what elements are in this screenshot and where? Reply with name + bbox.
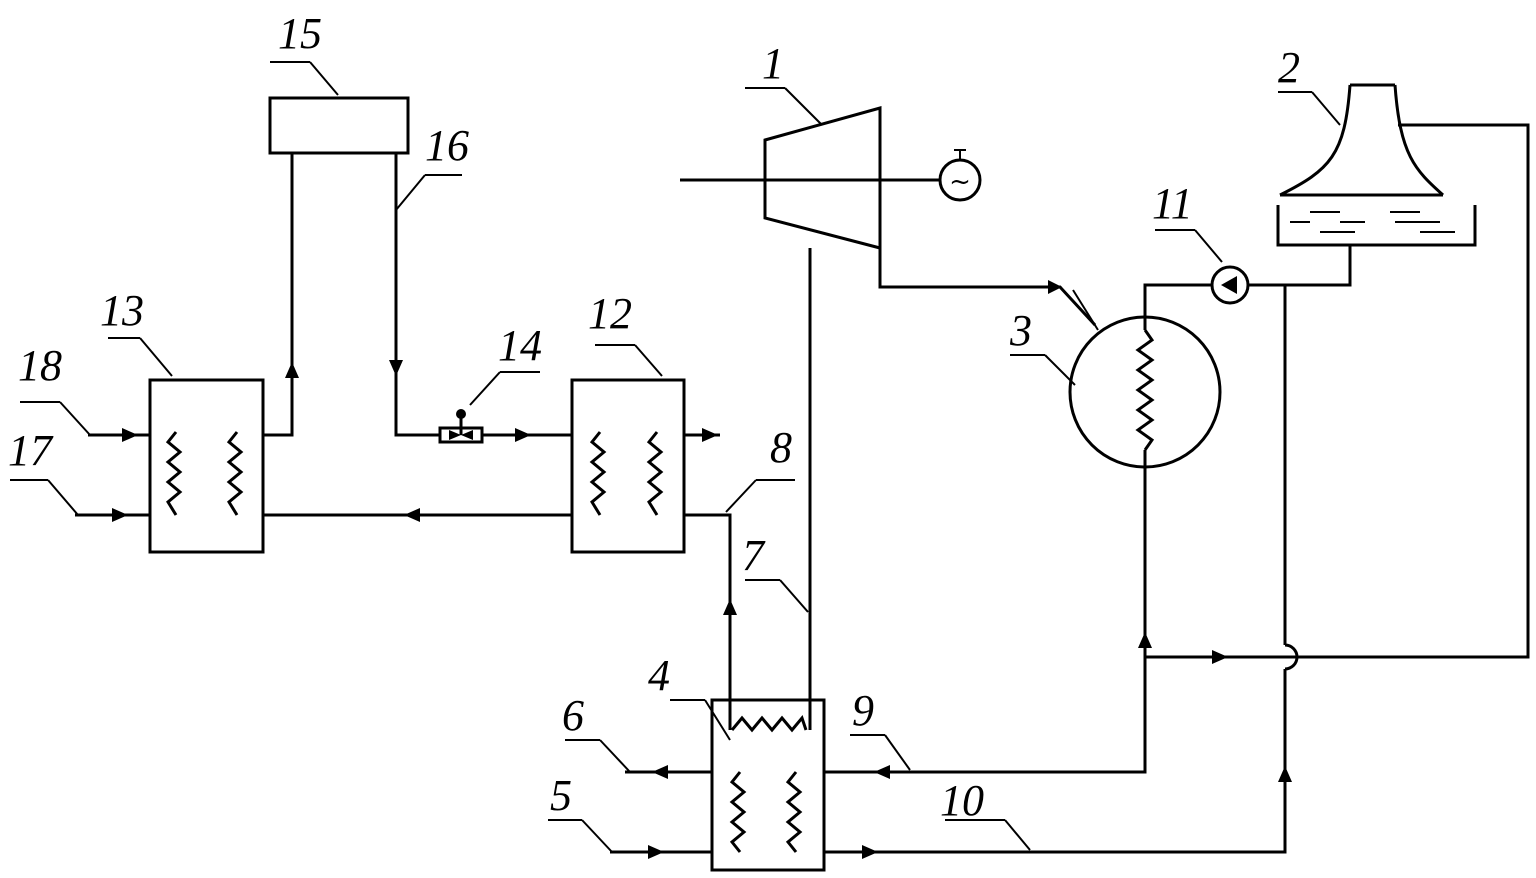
label-5: 5 xyxy=(550,771,572,820)
label-7: 7 xyxy=(742,531,766,580)
tank-15 xyxy=(268,61,410,155)
label-11: 11 xyxy=(1152,179,1193,228)
leader-lines xyxy=(10,174,1031,853)
heat-exchanger-12 xyxy=(570,344,686,554)
label-9: 9 xyxy=(852,686,874,735)
label-1: 1 xyxy=(762,39,784,88)
label-15: 15 xyxy=(278,9,322,58)
pipes xyxy=(75,123,1530,854)
cooling-tower xyxy=(1276,83,1477,247)
label-3: 3 xyxy=(1009,306,1032,355)
label-2: 2 xyxy=(1278,43,1300,92)
labels: 1 2 3 4 5 6 7 8 9 10 11 12 13 14 15 16 1… xyxy=(8,9,1300,825)
turbine xyxy=(680,87,940,250)
valve-14 xyxy=(438,371,540,444)
flow-arrows xyxy=(112,280,1292,859)
label-14: 14 xyxy=(498,321,542,370)
label-16: 16 xyxy=(425,121,469,170)
label-6: 6 xyxy=(562,691,584,740)
pump xyxy=(1155,229,1250,305)
label-17: 17 xyxy=(8,426,54,475)
generator-symbol: ~ xyxy=(949,167,971,197)
label-12: 12 xyxy=(588,289,632,338)
heat-exchanger-4 xyxy=(670,698,826,872)
label-8: 8 xyxy=(770,423,792,472)
label-18: 18 xyxy=(18,341,62,390)
label-10: 10 xyxy=(940,776,984,825)
generator: ~ xyxy=(938,149,982,202)
heat-exchanger-13 xyxy=(108,337,265,554)
label-13: 13 xyxy=(100,286,144,335)
label-4: 4 xyxy=(648,651,670,700)
condenser xyxy=(1010,289,1222,469)
